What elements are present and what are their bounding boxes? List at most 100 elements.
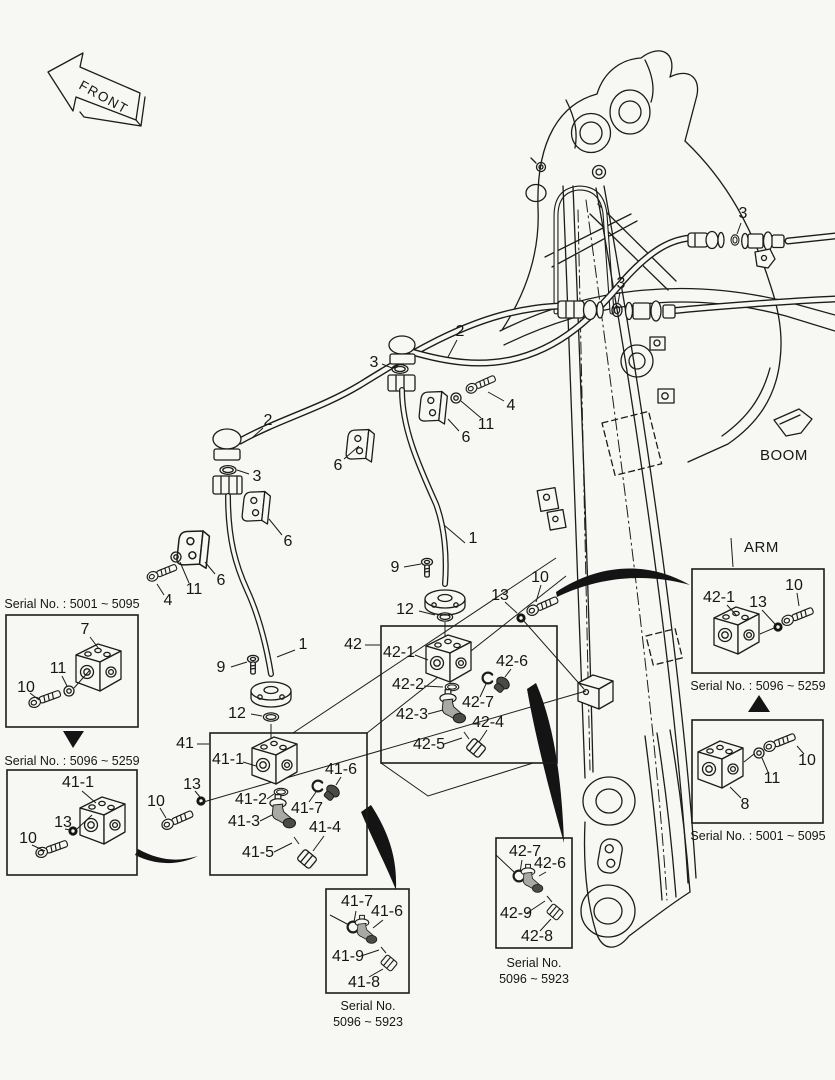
part-callout-10: 10 — [531, 569, 549, 586]
part-callout-12: 12 — [228, 705, 246, 722]
boom-structure: BOOM — [499, 50, 835, 464]
pipe-flange-right — [424, 589, 466, 616]
part-callout-41-7: 41-7 — [290, 800, 324, 817]
detail-box-42-sub — [495, 837, 573, 949]
part-callout-11: 11 — [477, 416, 495, 433]
part-callout-10: 10 — [785, 577, 803, 594]
part-callout-13: 13 — [183, 776, 201, 793]
hose-coupling-lower — [557, 299, 676, 322]
detail-left-top-parts — [26, 636, 122, 710]
part-callout-1: 1 — [468, 530, 478, 547]
part-callout-10: 10 — [798, 752, 816, 769]
detail-box-right-top — [691, 568, 825, 674]
part-callout-6: 6 — [216, 572, 226, 589]
clamp-bracket — [417, 388, 449, 425]
part-callout-42-2: 42-2 — [391, 676, 425, 693]
serial-caption-left-top: Serial No. : 5001 ~ 5095 — [4, 597, 140, 611]
hydraulic-hoses — [236, 232, 835, 445]
part-callout-10: 10 — [147, 793, 165, 810]
assembly-42-parts — [414, 634, 513, 759]
boom-label: BOOM — [760, 447, 808, 464]
part-callout-42-9: 42-9 — [499, 905, 533, 922]
oring-12-left — [262, 712, 280, 722]
pipe-flange-left — [250, 681, 292, 708]
part-callout-41-3: 41-3 — [227, 813, 261, 830]
oring-3-right — [391, 363, 409, 375]
detail-box-41-sub — [325, 888, 410, 994]
part-callout-4: 4 — [163, 592, 173, 609]
part-callout-41-4: 41-4 — [308, 819, 342, 836]
oring-3-left — [219, 464, 237, 476]
part-callout-41-1: 41-1 — [61, 774, 95, 791]
sequence-arrow-down — [63, 731, 84, 748]
part-callout-10: 10 — [19, 830, 37, 847]
washer-13-main-left — [196, 796, 206, 806]
bolt-4-left — [145, 561, 179, 584]
part-callout-13: 13 — [491, 587, 509, 604]
part-callout-41-8: 41-8 — [347, 974, 381, 991]
part-callout-41-6: 41-6 — [324, 761, 358, 778]
assembly-41-parts — [242, 736, 343, 870]
part-callout-41-5: 41-5 — [241, 844, 275, 861]
elbow-fitting-right — [387, 335, 416, 392]
detail-42-sub-parts — [495, 854, 565, 932]
detail-41-sub-parts — [329, 910, 399, 978]
assembly-box-42 — [380, 625, 558, 764]
part-callout-6: 6 — [333, 457, 343, 474]
part-callout-42-7: 42-7 — [508, 843, 542, 860]
part-callout-9: 9 — [390, 559, 400, 576]
serial-caption-left-bottom: Serial No. : 5096 ~ 5259 — [4, 754, 140, 768]
part-callout-12: 12 — [396, 601, 414, 618]
sequence-arrow-up — [748, 695, 770, 712]
arm-label: ARM — [744, 539, 779, 556]
part-callout-41-9: 41-9 — [331, 948, 365, 965]
part-callout-3: 3 — [616, 275, 626, 292]
part-callout-2: 2 — [263, 412, 273, 429]
clamp-bracket — [240, 488, 272, 525]
part-callout-41-7: 41-7 — [340, 893, 374, 910]
elbow-fitting-left — [212, 428, 243, 495]
bolt-10-main-right — [524, 594, 560, 618]
part-callout-42: 42 — [344, 636, 362, 653]
part-callout-3: 3 — [738, 205, 748, 222]
part-callout-41-1: 41-1 — [211, 751, 245, 768]
part-callout-4: 4 — [506, 397, 516, 414]
part-callout-42-1: 42-1 — [702, 589, 736, 606]
part-callout-42-6: 42-6 — [495, 653, 529, 670]
part-callout-3: 3 — [252, 468, 262, 485]
part-callout-42-5: 42-5 — [412, 736, 446, 753]
part-callout-6: 6 — [283, 533, 293, 550]
bolt-9-right — [420, 557, 434, 578]
serial-caption-right-bottom: Serial No. : 5001 ~ 5095 — [690, 829, 826, 843]
part-callout-13: 13 — [54, 814, 72, 831]
detail-left-bottom-parts — [31, 790, 126, 860]
detail-box-left-top — [5, 614, 139, 728]
part-callout-2: 2 — [455, 323, 465, 340]
detail-box-right-bottom — [691, 719, 824, 824]
part-callout-41-6: 41-6 — [370, 903, 404, 920]
flow-arrow-left — [135, 849, 198, 864]
part-callout-11: 11 — [49, 660, 67, 677]
arm-mount-block — [577, 674, 614, 710]
part-callout-7: 7 — [80, 621, 90, 638]
oring-12-right — [436, 612, 454, 622]
part-callout-10: 10 — [17, 679, 35, 696]
detail-right-bottom-parts — [697, 731, 805, 799]
part-callout-41-2: 41-2 — [234, 791, 268, 808]
part-callout-11: 11 — [185, 581, 203, 598]
part-callout-1: 1 — [298, 636, 308, 653]
detail-box-left-bottom — [6, 769, 138, 876]
part-callout-13: 13 — [749, 594, 767, 611]
part-callout-42-4: 42-4 — [471, 714, 505, 731]
clamp-bracket — [344, 426, 376, 463]
part-callout-42-7: 42-7 — [461, 694, 495, 711]
serial-caption-41-sub-line2: 5096 ~ 5923 — [333, 1015, 403, 1029]
arm-structure: ARM — [536, 185, 779, 948]
part-callout-9: 9 — [216, 659, 226, 676]
part-callout-42-6: 42-6 — [533, 855, 567, 872]
serial-caption-42-sub-line2: 5096 ~ 5923 — [499, 972, 569, 986]
serial-caption-41-sub-line1: Serial No. — [340, 999, 396, 1013]
part-callout-42-8: 42-8 — [520, 928, 554, 945]
